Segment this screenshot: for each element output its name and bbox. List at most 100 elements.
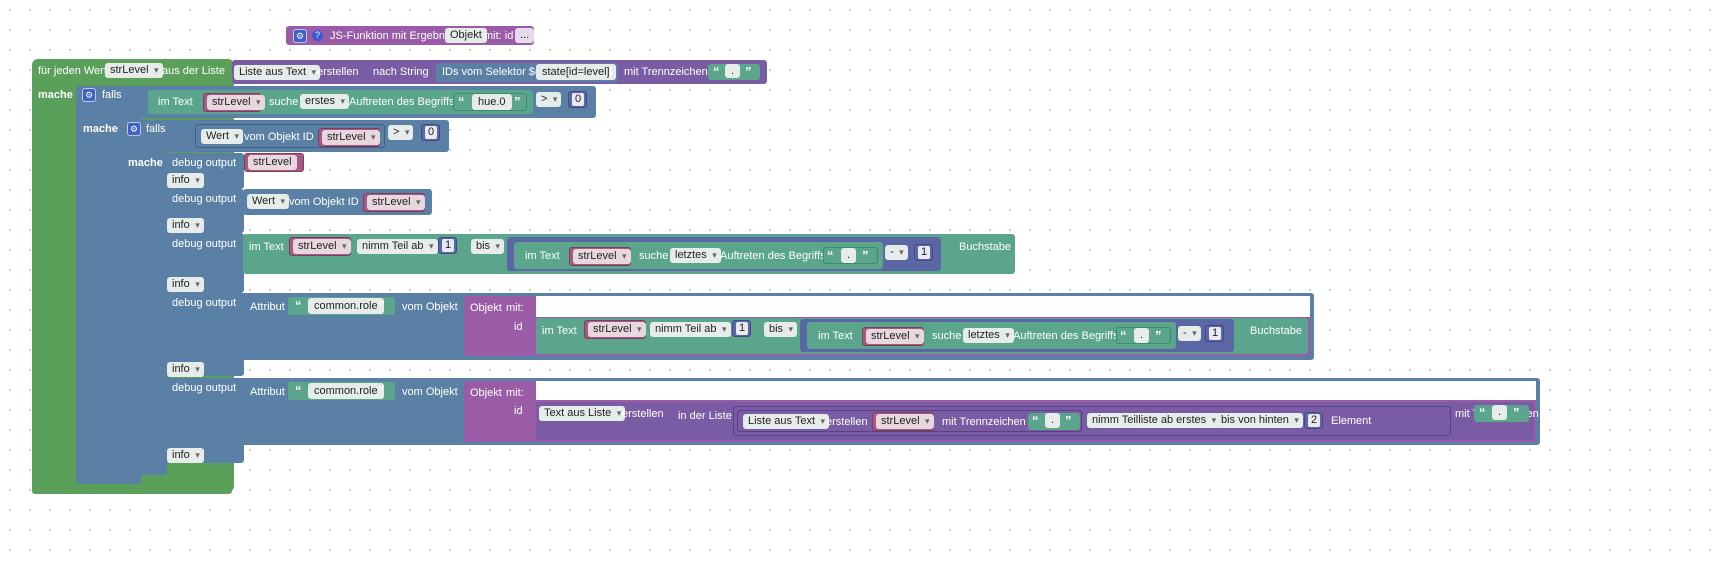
dbg5-var-dropdown[interactable]: strLevel: [876, 414, 934, 429]
if1-condition-block[interactable]: im Text strLevel suche erstes Auftreten …: [148, 90, 533, 114]
inner-search-block[interactable]: im Text strLevel suche letztes Auftreten…: [807, 322, 1176, 349]
to-end-dropdown[interactable]: bis von hinten: [1216, 413, 1303, 428]
dbg4-var-dropdown[interactable]: strLevel: [588, 322, 646, 337]
dbg1-var-value[interactable]: strLevel: [248, 155, 297, 170]
which-dropdown[interactable]: letztes: [963, 328, 1014, 343]
minus-block[interactable]: im Text strLevel suche letztes Auftreten…: [507, 237, 941, 271]
inner-search-block[interactable]: im Text strLevel suche letztes Auftreten…: [514, 242, 883, 269]
minus-num[interactable]: 1: [914, 244, 933, 261]
object-empty-slot[interactable]: [536, 381, 1536, 400]
object-empty-slot[interactable]: [536, 296, 1310, 317]
gear-icon[interactable]: ⚙: [293, 29, 307, 43]
value-mode-dropdown[interactable]: Wert: [201, 129, 244, 144]
if2-var[interactable]: strLevel: [318, 128, 380, 147]
object-block[interactable]: Objekt mit: id im Text strLevel nimm Tei…: [464, 296, 1310, 356]
selector-value[interactable]: state[id=level]: [536, 64, 616, 80]
loop-var-dropdown[interactable]: strLevel: [105, 63, 163, 78]
if1-compare-block[interactable]: > 0: [533, 88, 596, 113]
object-block[interactable]: Objekt mit: id Text aus Liste erstellen …: [464, 381, 1539, 442]
take-dropdown[interactable]: nimm Teil ab: [357, 239, 438, 254]
level-dropdown[interactable]: info: [167, 218, 204, 233]
to-mode-dropdown[interactable]: bis: [764, 322, 798, 337]
term-value[interactable]: hue.0: [472, 94, 512, 110]
if1-var[interactable]: strLevel: [203, 93, 265, 112]
dbg3-substring-block[interactable]: im Text strLevel nimm Teil ab 1 bis im T…: [243, 234, 1015, 274]
sep-value[interactable]: .: [1045, 413, 1061, 428]
dbg5-var[interactable]: strLevel: [872, 412, 934, 431]
term-block[interactable]: “ . ”: [823, 247, 878, 264]
dbg3-var-dropdown[interactable]: strLevel: [293, 239, 351, 254]
sublist-mode-dropdown[interactable]: nimm Teilliste ab erstes: [1087, 413, 1221, 428]
value-num[interactable]: 0: [421, 124, 440, 141]
dbg4-substring-block[interactable]: im Text strLevel nimm Teil ab 1 bis im T…: [536, 318, 1308, 354]
if2-compare-block[interactable]: > 0: [385, 122, 443, 145]
gear-icon[interactable]: ⚙: [127, 122, 141, 136]
dbg4-var[interactable]: strLevel: [584, 320, 646, 339]
term-block[interactable]: “ hue.0 ”: [453, 93, 527, 111]
attr-name-value[interactable]: common.role: [308, 383, 384, 399]
minus-dropdown[interactable]: -: [885, 245, 908, 260]
text-from-list-block[interactable]: Text aus Liste erstellen in der Liste Li…: [536, 402, 1539, 440]
attr-name-block[interactable]: “ common.role ”: [288, 382, 395, 400]
take-dropdown[interactable]: nimm Teil ab: [650, 322, 731, 337]
selector-block[interactable]: IDs vom Selektor $( state[id=level] ): [436, 63, 618, 82]
value-mode-dropdown[interactable]: Wert: [247, 194, 290, 209]
if1-var-dropdown[interactable]: strLevel: [207, 95, 265, 110]
list-mode-dropdown[interactable]: Liste aus Text: [234, 65, 321, 80]
sublist-block[interactable]: Liste aus Text erstellen strLevel mit Tr…: [733, 406, 1451, 436]
dbg3-var[interactable]: strLevel: [289, 237, 351, 256]
dbg2-var-dropdown[interactable]: strLevel: [367, 195, 425, 210]
js-function-block[interactable]: ⚙ ? JS-Funktion mit Ergebnis Objekt mit:…: [286, 26, 535, 45]
text-mode-dropdown[interactable]: Text aus Liste: [539, 406, 626, 421]
count-num[interactable]: 2: [1304, 412, 1323, 429]
dbg1-var[interactable]: strLevel: [244, 153, 304, 172]
term-value[interactable]: .: [841, 248, 857, 263]
sep-value[interactable]: .: [725, 64, 741, 78]
list-mode-dropdown[interactable]: Liste aus Text: [743, 414, 830, 429]
which-dropdown[interactable]: letztes: [670, 248, 721, 263]
dbg4-inner-var-dropdown[interactable]: strLevel: [866, 329, 924, 344]
dbg2-value-block[interactable]: Wert vom Objekt ID strLevel: [243, 189, 432, 215]
dbg3-inner-var-dropdown[interactable]: strLevel: [573, 249, 631, 264]
dbg4-inner-var[interactable]: strLevel: [862, 327, 924, 346]
attr-name-value[interactable]: common.role: [308, 298, 384, 314]
list-from-text-block[interactable]: Liste aus Text erstellen strLevel mit Tr…: [737, 410, 1082, 432]
minus-value[interactable]: 1: [1209, 327, 1222, 340]
sep-block[interactable]: “ . ”: [1028, 413, 1080, 430]
value[interactable]: 0: [425, 126, 438, 139]
count-value[interactable]: 2: [1308, 414, 1321, 427]
if2-var-dropdown[interactable]: strLevel: [322, 130, 380, 145]
to-mode-dropdown[interactable]: bis: [471, 239, 505, 254]
sep-value[interactable]: .: [1492, 405, 1508, 420]
if2-condition-block[interactable]: Wert vom Objekt ID strLevel: [195, 124, 385, 148]
level-dropdown[interactable]: info: [167, 448, 204, 463]
level-dropdown[interactable]: info: [167, 277, 204, 292]
term-value[interactable]: .: [1134, 328, 1150, 343]
dbg2-var[interactable]: strLevel: [363, 193, 425, 212]
from-num[interactable]: 1: [732, 320, 751, 337]
term-block[interactable]: “ . ”: [1116, 327, 1171, 344]
minus-value[interactable]: 1: [918, 246, 931, 259]
dbg3-inner-var[interactable]: strLevel: [569, 247, 631, 266]
help-icon[interactable]: ?: [312, 30, 323, 41]
op-dropdown[interactable]: >: [536, 92, 562, 107]
which-dropdown[interactable]: erstes: [300, 94, 349, 109]
params-dots[interactable]: ...: [515, 28, 535, 43]
sep-string-block[interactable]: “ . ”: [708, 64, 760, 80]
value[interactable]: 0: [572, 93, 585, 106]
value-num[interactable]: 0: [568, 91, 587, 108]
attr-name-block[interactable]: “ common.role ”: [288, 297, 395, 315]
gear-icon[interactable]: ⚙: [82, 88, 96, 102]
minus-num[interactable]: 1: [1205, 325, 1224, 342]
sep-block[interactable]: “ . ”: [1474, 405, 1529, 422]
from-num[interactable]: 1: [438, 237, 457, 254]
from-value[interactable]: 1: [736, 322, 749, 335]
minus-dropdown[interactable]: -: [1178, 326, 1201, 341]
from-value[interactable]: 1: [442, 239, 455, 252]
minus-block[interactable]: im Text strLevel suche letztes Auftreten…: [800, 319, 1234, 352]
result-type-dropdown[interactable]: Objekt: [445, 28, 487, 43]
level-dropdown[interactable]: info: [167, 362, 204, 377]
op-dropdown[interactable]: >: [388, 125, 414, 140]
level-dropdown[interactable]: info: [167, 173, 204, 188]
list-from-text-block[interactable]: Liste aus Text erstellen nach String IDs…: [232, 60, 767, 84]
